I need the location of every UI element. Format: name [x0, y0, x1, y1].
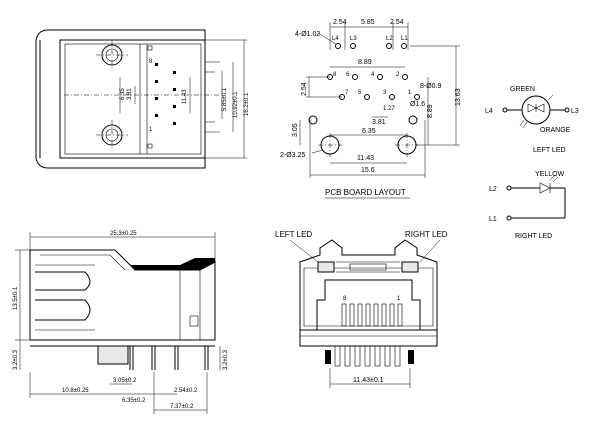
dim-1143: 11.43 [357, 155, 374, 162]
dim-889-right: 8.89 [427, 104, 434, 118]
right-led-pin-l2: L2 [489, 186, 497, 193]
left-led-green: GREEN [510, 86, 535, 93]
dim-108: 10.8±0.25 [62, 388, 89, 394]
pcb-layout-title: PCB BOARD LAYOUT [325, 188, 406, 197]
dim-length: 25.3±0.25 [110, 231, 137, 237]
front-label-right-led: RIGHT LED [405, 230, 448, 239]
dim-1363: 13.63 [455, 88, 462, 106]
top-view-pins [147, 45, 176, 149]
dim-side-b: 3.81 [127, 88, 133, 100]
pin-label: 8 [333, 72, 337, 78]
right-led-pin-l1: L1 [489, 216, 497, 223]
pcb-pin-row-1 [327, 74, 408, 80]
side-view: 25.3±0.25 13.5±0.1 3.2±0.3 3 [13, 231, 229, 414]
pin-label: 2 [396, 72, 400, 78]
dim-127: 1.27 [383, 106, 395, 112]
legs [325, 345, 414, 367]
dim-737: 7.37±0.2 [170, 404, 194, 410]
top-view: 8 1 6.35 3.81 11.43 5.85±0.1 10.92±0.1 1… [35, 29, 250, 169]
pin-label: 1 [149, 127, 153, 133]
pin-label: 5 [358, 90, 362, 96]
hole-callout-3: 8-Ø0.9 [420, 83, 442, 90]
pin-label: 7 [345, 90, 349, 96]
right-led-caption: RIGHT LED [515, 233, 552, 240]
front-pin-1: 1 [397, 296, 401, 302]
pin-l1: L1 [401, 36, 408, 42]
dim-635-side: 6.35±0.2 [122, 398, 146, 404]
pin-label: 1 [408, 90, 412, 96]
dim-height-total1: 10.92±0.1 [233, 91, 239, 118]
left-led-orange: ORANGE [540, 127, 571, 134]
left-led-schematic: GREEN L4 L3 ORANGE LEFT LED [485, 86, 579, 154]
hole-callout-2: 2-Ø3.25 [280, 152, 305, 159]
dim-585: 5.85 [361, 19, 375, 26]
dim-381: 3.81 [372, 119, 386, 126]
dim-side-a: 6.35 [120, 88, 126, 100]
right-led-schematic: YELLOW L2 L1 RIGHT LED [489, 171, 566, 240]
left-led-caption: LEFT LED [533, 147, 566, 154]
dim-889-top: 8.89 [358, 59, 372, 66]
pin-l4: L4 [332, 36, 339, 42]
dim-32-left: 3.2±0.3 [13, 349, 19, 370]
dim-156: 15.6 [361, 167, 375, 174]
hole-callout-1: 4-Ø1.02 [295, 31, 320, 38]
right-led-yellow: YELLOW [535, 171, 565, 178]
dim-32-right: 3.2±0.3 [223, 349, 229, 370]
dim-height-total2: 16.2±0.1 [244, 92, 250, 116]
left-led-pin-l4: L4 [485, 108, 493, 115]
pin-label: 3 [383, 90, 387, 96]
pin-label: 4 [371, 72, 375, 78]
contacts [341, 303, 403, 327]
dim-305: 3.05 [292, 123, 299, 137]
dim-height: 13.5±0.1 [13, 286, 19, 310]
dim-254-left: 2.54 [333, 19, 347, 26]
pin-label: 8 [149, 59, 153, 65]
pin-l2: L2 [386, 36, 393, 42]
dim-254-right: 2.54 [390, 19, 404, 26]
dim-16: Ø1.6 [410, 101, 425, 108]
dim-254-side: 2.54 [301, 82, 308, 96]
left-led-pin-l3: L3 [571, 108, 579, 115]
front-dim-bottom: 11.43±0.1 [353, 377, 384, 384]
dim-height-inner: 11.43 [182, 89, 188, 104]
dim-254-side: 2.54±0.2 [174, 388, 198, 394]
front-label-left-led: LEFT LED [275, 230, 312, 239]
front-view: LEFT LED RIGHT LED 8 1 [275, 230, 448, 388]
pin-label: 6 [346, 72, 350, 78]
dim-635: 6.35 [362, 128, 376, 135]
pin-l3: L3 [350, 36, 357, 42]
front-pin-8: 8 [343, 296, 347, 302]
dim-305-side: 3.05±0.2 [113, 378, 137, 384]
pcb-layout: 4-Ø1.02 2.54 5.85 2.54 L4 L3 L2 L1 8.89 … [280, 19, 462, 199]
dim-height-outer: 5.85±0.1 [222, 87, 228, 111]
